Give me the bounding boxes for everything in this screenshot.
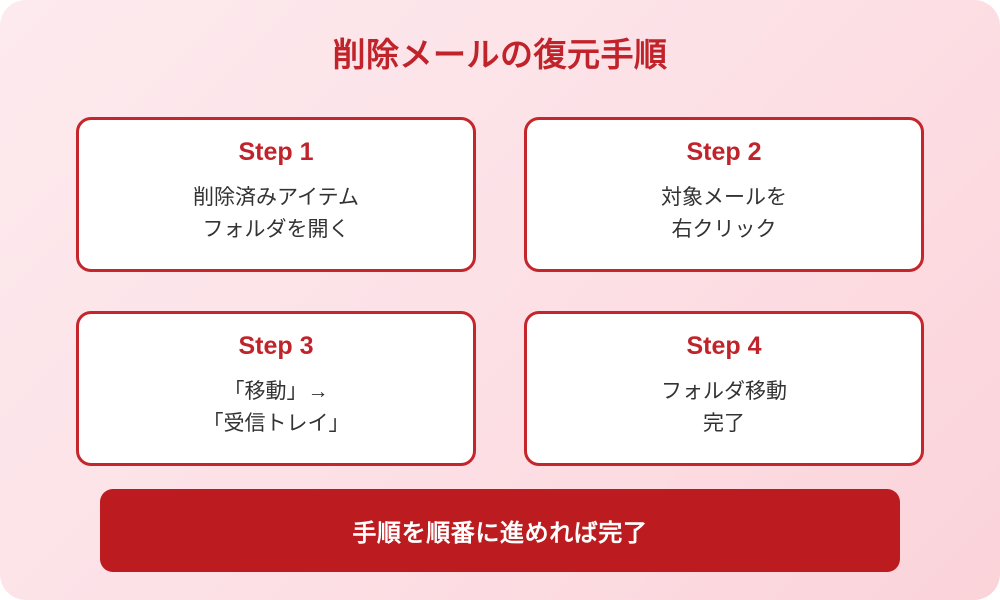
step-card-4-label: Step 4 [686, 331, 762, 360]
step-card-1-body: 削除済みアイテム フォルダを開く [193, 186, 359, 242]
step-card-2-label: Step 2 [686, 137, 762, 166]
step-card-2-body: 対象メールを 右クリック [661, 186, 787, 242]
step-card-4-body: フォルダ移動 完了 [661, 380, 787, 436]
step-card-1-label: Step 1 [238, 137, 314, 166]
step-card-1: Step 1 削除済みアイテム フォルダを開く [76, 117, 476, 272]
steps-grid: Step 1 削除済みアイテム フォルダを開く Step 2 対象メールを 右ク… [76, 117, 924, 466]
summary-banner-text: 手順を順番に進めれば完了 [352, 520, 648, 547]
page-title: 削除メールの復元手順 [332, 36, 668, 73]
step-card-3: Step 3 「移動」→ 「受信トレイ」 [76, 311, 476, 466]
summary-banner: 手順を順番に進めれば完了 [100, 489, 900, 572]
step-card-3-body: 「移動」→ 「受信トレイ」 [202, 380, 350, 436]
step-card-4: Step 4 フォルダ移動 完了 [524, 311, 924, 466]
step-card-3-label: Step 3 [238, 331, 314, 360]
step-card-2: Step 2 対象メールを 右クリック [524, 117, 924, 272]
